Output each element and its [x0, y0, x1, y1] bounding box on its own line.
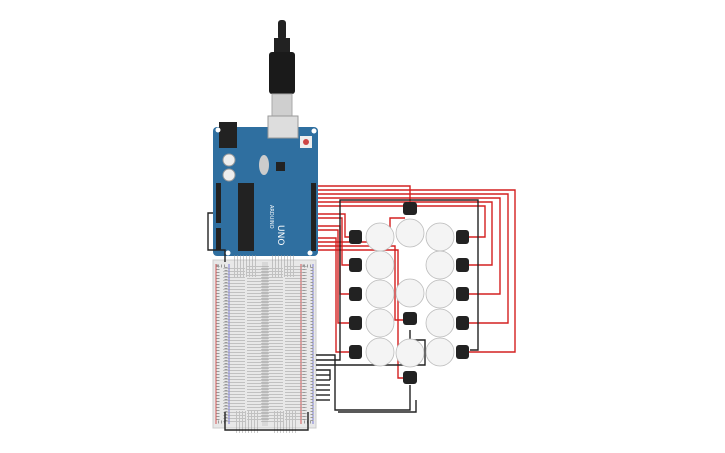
board-brand: ARDUINO [268, 205, 274, 229]
bulb-sockets[interactable] [349, 202, 469, 384]
board-name: UNO [275, 225, 285, 245]
usb-cable[interactable] [269, 20, 295, 119]
breadboard[interactable] [212, 255, 317, 433]
red-wires[interactable] [318, 185, 516, 379]
light-bulbs[interactable] [365, 218, 455, 368]
arduino-uno-board[interactable]: ARDUINO UNO [213, 115, 318, 256]
black-wires[interactable] [207, 199, 479, 431]
